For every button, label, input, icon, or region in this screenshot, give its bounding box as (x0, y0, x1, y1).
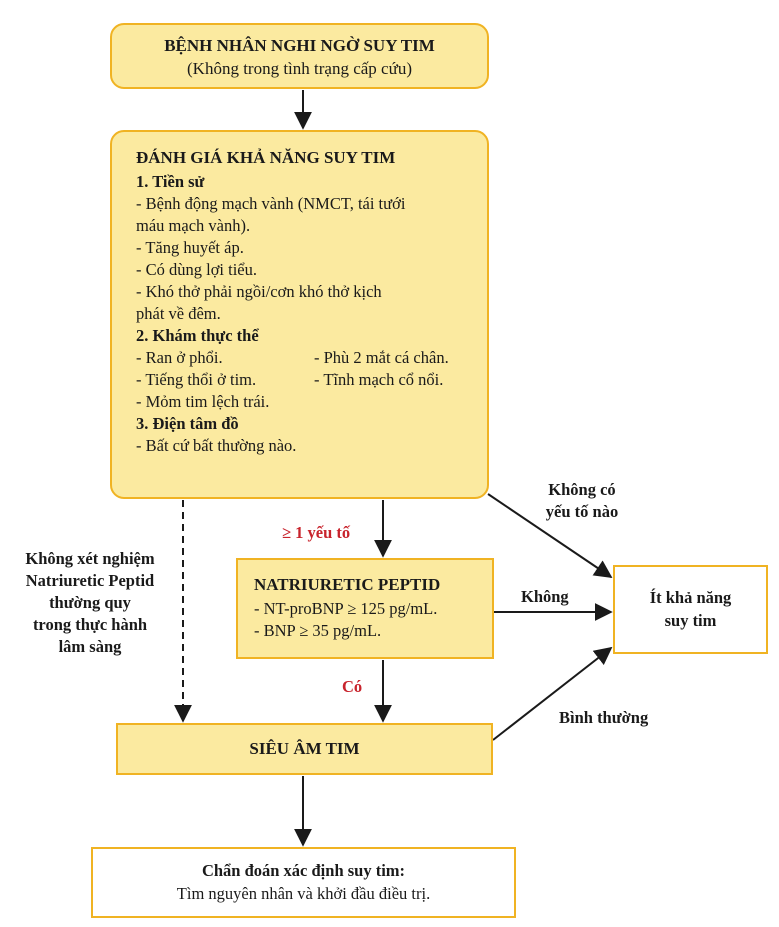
echo-label: SIÊU ÂM TIM (249, 739, 360, 758)
assessment-box: ĐÁNH GIÁ KHẢ NĂNG SUY TIM 1. Tiền sử - B… (110, 130, 489, 499)
exam-item: - Tiếng thổi ở tim. (136, 370, 257, 389)
arrow-assess-to-unlikely (487, 493, 613, 579)
history-item: - Bệnh động mạch vành (NMCT, tái tưới (136, 194, 406, 213)
unlikely-line-1: Ít khả năng (649, 588, 732, 607)
exam-row: - Ran ở phổi. - Phù 2 mắt cá chân. (136, 347, 487, 369)
assessment-title: ĐÁNH GIÁ KHẢ NĂNG SUY TIM (136, 148, 396, 167)
np-item: - NT-proBNP ≥ 125 pg/mL. (254, 599, 438, 618)
diagnosis-title: Chẩn đoán xác định suy tim: (201, 861, 406, 880)
np-title: NATRIURETIC PEPTID (254, 575, 441, 594)
label-no-factor: Không có yếu tố nào (527, 479, 637, 523)
unlikely-line-2: suy tim (664, 611, 717, 630)
ecg-heading: 3. Điện tâm đồ (136, 414, 239, 433)
label-one-factor: ≥ 1 yếu tố (282, 523, 351, 542)
start-subtitle: (Không trong tình trạng cấp cứu) (187, 59, 412, 78)
diagnosis-box: Chẩn đoán xác định suy tim: Tìm nguyên n… (91, 847, 516, 918)
history-item: phát về đêm. (136, 304, 221, 323)
history-item: - Khó thở phải ngồi/cơn khó thở kịch (136, 282, 382, 301)
echocardiography-box: SIÊU ÂM TIM (116, 723, 493, 775)
start-box: BỆNH NHÂN NGHI NGỜ SUY TIM (Không trong … (110, 23, 489, 89)
diagnosis-text: Tìm nguyên nhân và khởi đầu điều trị. (176, 884, 431, 903)
no-test-line: lâm sàng (58, 637, 122, 656)
np-item: - BNP ≥ 35 pg/mL. (254, 621, 382, 640)
arrow-echo-to-unlikely (492, 646, 613, 741)
exam-item: - Phù 2 mắt cá chân. (314, 348, 449, 367)
history-item: - Có dùng lợi tiểu. (136, 260, 258, 279)
exam-item: - Mỏm tim lệch trái. (136, 392, 270, 411)
label-normal: Bình thường (559, 708, 649, 727)
ecg-item: - Bất cứ bất thường nào. (136, 436, 297, 455)
label-no-factor-line: Không có (548, 480, 616, 499)
label-no: Không (521, 587, 569, 606)
label-yes: Có (342, 677, 363, 696)
history-heading: 1. Tiền sử (136, 172, 205, 191)
label-no-routine-test: Không xét nghiệm Natriuretic Peptid thườ… (0, 548, 180, 658)
unlikely-hf-box: Ít khả năng suy tim (613, 565, 768, 654)
start-title: BỆNH NHÂN NGHI NGỜ SUY TIM (164, 36, 435, 55)
exam-row: - Tiếng thổi ở tim. - Tĩnh mạch cổ nổi. (136, 369, 487, 391)
history-item: máu mạch vành). (136, 216, 251, 235)
natriuretic-peptide-box: NATRIURETIC PEPTID - NT-proBNP ≥ 125 pg/… (236, 558, 494, 659)
no-test-line: Natriuretic Peptid (25, 571, 155, 590)
label-no-factor-line: yếu tố nào (545, 502, 619, 521)
exam-item: - Ran ở phổi. (136, 348, 223, 367)
no-test-line: Không xét nghiệm (25, 549, 155, 568)
no-test-line: trong thực hành (32, 615, 148, 634)
exam-item: - Tĩnh mạch cổ nổi. (314, 370, 444, 389)
exam-heading: 2. Khám thực thể (136, 326, 259, 345)
history-item: - Tăng huyết áp. (136, 238, 244, 257)
no-test-line: thường quy (49, 593, 131, 612)
